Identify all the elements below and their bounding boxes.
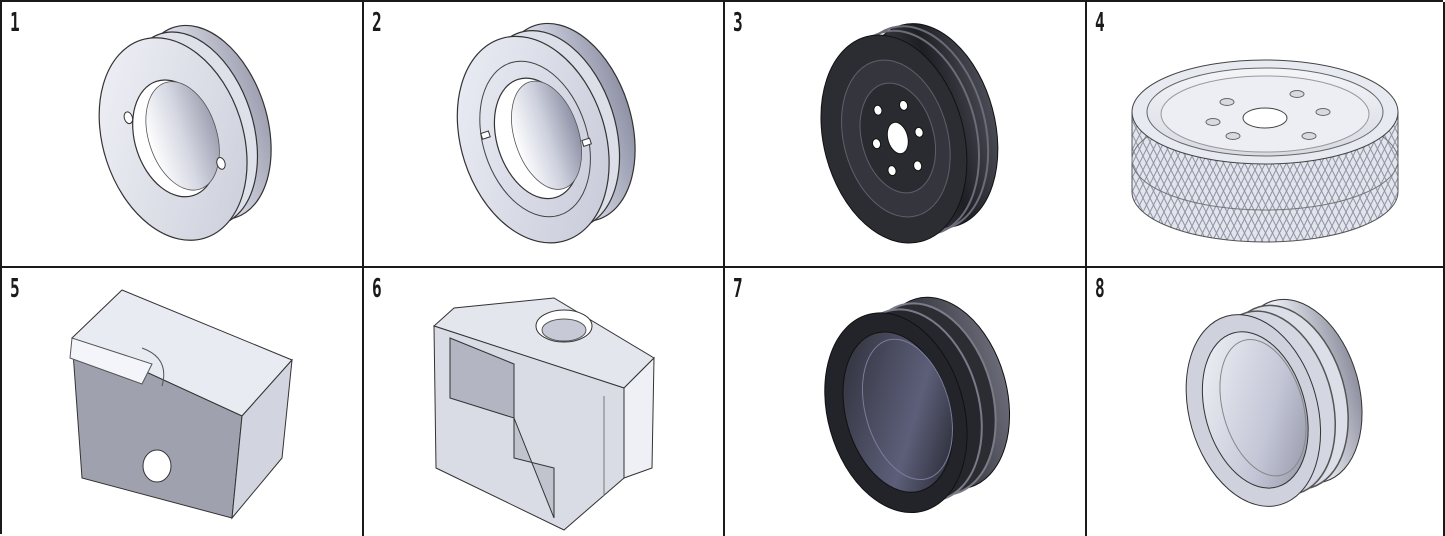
cell-number: 1: [10, 8, 20, 38]
cell-number: 4: [1095, 8, 1105, 38]
grid-cell-1: 1: [2, 2, 364, 268]
grid-cell-6: 6: [364, 268, 725, 536]
grid-cell-8: 8: [1087, 268, 1445, 536]
light-gray-double-groove-pulley-icon: [1185, 298, 1363, 507]
light-gray-slotted-pulley-ring-icon: [456, 22, 636, 244]
cell-number: 3: [733, 8, 743, 38]
cell-number: 8: [1095, 274, 1105, 304]
grid-cell-7: 7: [725, 268, 1087, 536]
black-double-groove-pulley-icon: [824, 296, 1011, 514]
black-grooved-pulley-wheel-icon: [820, 23, 999, 244]
light-gray-stepped-block-icon: [433, 297, 655, 531]
grid-cell-4: 4: [1087, 2, 1445, 268]
cell-number: 5: [10, 274, 20, 304]
light-gray-flanged-ring-icon: [98, 24, 272, 241]
grid-cell-5: 5: [2, 268, 364, 536]
grid-cell-3: 3: [725, 2, 1087, 268]
grid-cell-2: 2: [364, 2, 725, 268]
light-gray-rectangular-block-icon: [69, 289, 293, 520]
cell-number: 7: [733, 274, 743, 304]
light-gray-knurled-wheel-icon: [1131, 59, 1399, 243]
cell-number: 6: [372, 274, 382, 304]
cell-number: 2: [372, 8, 382, 38]
